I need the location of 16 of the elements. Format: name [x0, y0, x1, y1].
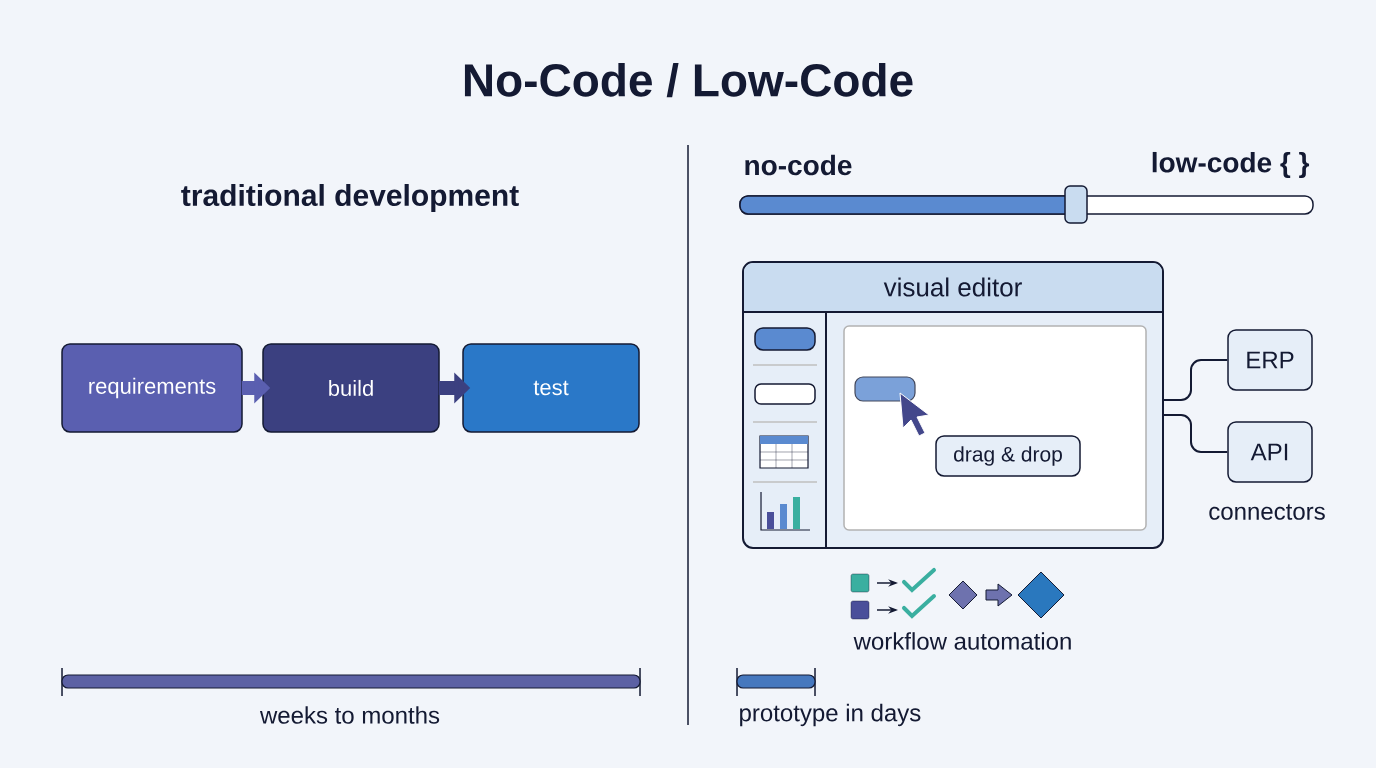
connector-line	[1163, 359, 1229, 401]
connector-box: API	[1227, 421, 1313, 483]
diagram-title: No-Code / Low-Code	[464, 62, 913, 98]
section-heading: traditional development	[181, 184, 519, 212]
timeline-label: weeks to months	[259, 706, 440, 724]
slider-label: low-code { }	[1152, 151, 1310, 179]
caption: workflow automation	[853, 632, 1071, 650]
connector-box: ERP	[1227, 329, 1313, 391]
slider-label: no-code	[745, 154, 852, 176]
process-box: build	[262, 343, 440, 433]
tooltip-box: drag & drop	[935, 435, 1081, 477]
connector-line	[1163, 414, 1229, 453]
process-box: test	[462, 343, 640, 433]
process-box: requirements	[61, 343, 243, 433]
caption: connectors	[1209, 504, 1325, 520]
timeline-label: prototype in days	[740, 703, 921, 727]
